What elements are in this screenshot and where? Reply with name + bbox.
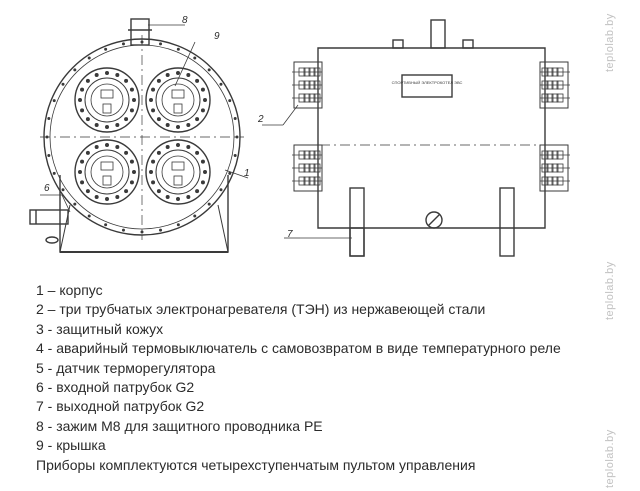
callout-1: 1 — [244, 168, 250, 179]
heater-flange — [74, 67, 140, 133]
watermark: teplolab.by — [604, 429, 616, 488]
front-view — [29, 18, 249, 253]
callout-6: 6 — [44, 183, 50, 194]
callout-7: 8 — [182, 15, 188, 26]
callout-9: 9 — [214, 31, 220, 42]
legend-item: 2 – три трубчатых электронагревателя (ТЭ… — [36, 301, 486, 318]
side-view — [262, 19, 570, 257]
legend-item: 7 - выходной патрубок G2 — [36, 398, 205, 415]
nameplate — [401, 74, 453, 98]
legend-list: 1 – корпус 2 – три трубчатых электронагр… — [36, 281, 561, 475]
heater-stack — [292, 61, 323, 109]
legend-item: 8 - зажим М8 для защитного проводника PE — [36, 417, 323, 434]
legend-item: 5 - датчик терморегулятора — [36, 359, 216, 376]
callout-8: 7 — [287, 229, 293, 240]
watermark: teplolab.by — [604, 13, 616, 72]
legend-item: 3 - защитный кожух — [36, 320, 164, 337]
heater-stack — [539, 144, 570, 192]
nameplate-text: СПОРТИВНЫЙ ЭЛЕКТРОКОТЕЛ ЭВС — [392, 80, 463, 85]
legend-item: 9 - крышка — [36, 437, 106, 454]
legend-item: 6 - входной патрубок G2 — [36, 379, 195, 396]
legend-item: 4 - аварийный термовыключатель с самовоз… — [36, 340, 561, 357]
heater-flange — [74, 139, 140, 205]
legend-note: Приборы комплектуются четырехступенчатым… — [36, 456, 476, 473]
outlet-pipe — [130, 18, 150, 46]
heater-flange — [145, 139, 211, 205]
heater-stack — [539, 61, 570, 109]
watermark: teplolab.by — [604, 261, 616, 320]
legend-item: 1 – корпус — [36, 282, 103, 298]
inlet-pipe — [29, 209, 69, 225]
heater-stack — [292, 144, 323, 192]
heater-flange — [145, 67, 211, 133]
callout-2: 2 — [257, 114, 264, 125]
